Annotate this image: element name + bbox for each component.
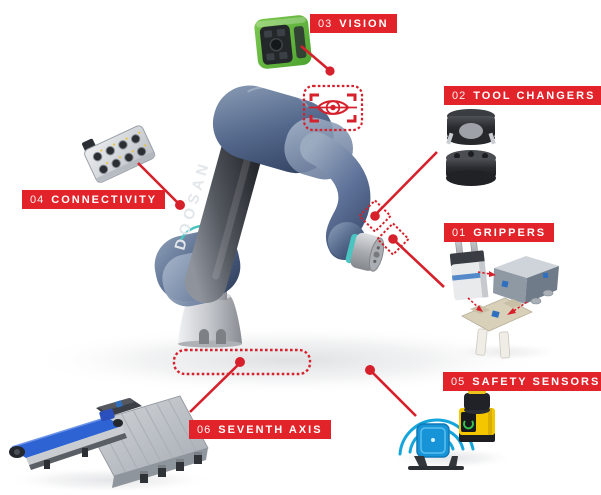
callout-vision-label: VISION [339,17,389,30]
parallel-gripper [449,231,489,301]
callout-seventh-axis-number: 06 [197,423,212,436]
connector-tool-changers [375,151,438,215]
vision-hotspot eye-in-viewfinder-icon [302,84,364,132]
vacuum-gripper [493,256,559,315]
connector-lines [137,45,445,417]
robot-arm-image: DOOSAN [154,85,385,348]
end-effector-flange [345,232,385,272]
connector-connectivity [137,162,179,204]
safety-sensors-image[interactable] [398,384,495,471]
connector-grippers [393,239,445,288]
connectivity-module-image[interactable] [80,117,157,184]
callout-tool-changers-number: 02 [452,89,467,102]
callout-grippers-label: GRIPPERS [473,226,547,239]
camera-lens [269,37,283,52]
safety-radar [408,423,464,470]
callout-safety-sensors[interactable]: 05 SAFETY SENSORS [443,372,601,391]
callout-grippers[interactable]: 01 GRIPPERS [444,223,555,242]
safety-laser-scanner [459,384,495,442]
vision-camera-image[interactable] [254,14,313,69]
tool-changer-image[interactable] [446,109,496,186]
servo-gripper [461,297,533,359]
conveyor-belt [9,408,127,470]
grippers-image[interactable] [448,231,559,359]
callout-tool-changers[interactable]: 02 TOOL CHANGERS [444,86,601,105]
platform-feet [140,452,202,483]
callout-tool-changers-label: TOOL CHANGERS [473,89,596,102]
callout-connectivity[interactable]: 04 CONNECTIVITY [22,190,166,209]
callout-grippers-number: 01 [452,226,467,239]
gripper-swap-arrows [467,271,528,315]
callout-safety-sensors-number: 05 [451,375,466,388]
robot-base [178,296,242,344]
connector-seventh-axis [189,362,241,413]
callout-vision-number: 03 [318,17,333,30]
seventh-axis-image[interactable] [9,395,209,488]
callout-seventh-axis[interactable]: 06 SEVENTH AXIS [189,420,331,439]
connector-vision [300,45,329,70]
callout-connectivity-number: 04 [30,193,45,206]
callout-safety-sensors-label: SAFETY SENSORS [472,375,601,388]
connector-safety-sensors [371,371,417,417]
callout-connectivity-label: CONNECTIVITY [51,193,158,206]
callout-vision[interactable]: 03 VISION [310,14,397,33]
callout-seventh-axis-label: SEVENTH AXIS [218,423,323,436]
